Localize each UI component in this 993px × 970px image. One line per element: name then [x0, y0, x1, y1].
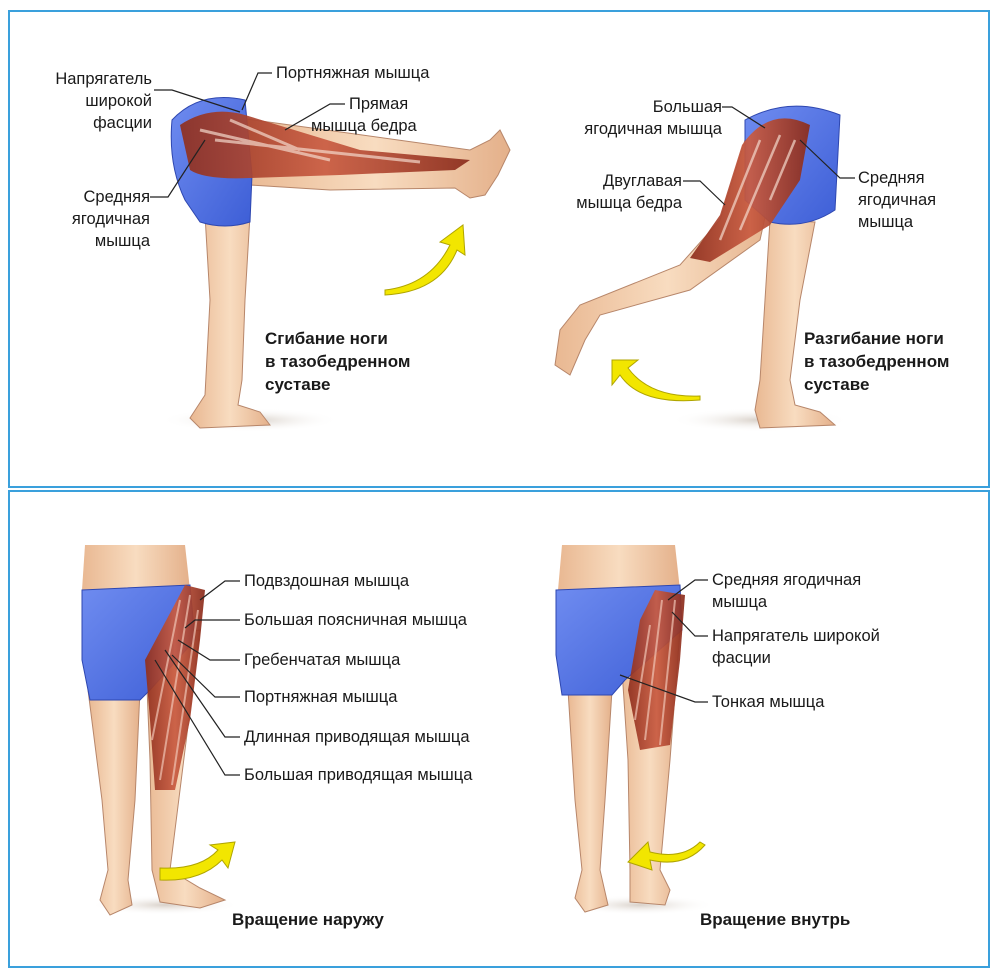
label-line: Большая — [520, 96, 722, 118]
caption-external-rotation: Вращение наружу — [232, 908, 384, 931]
label-gluteus-medius-extension: Средняя ягодичная мышца — [858, 167, 936, 233]
label-line: мышца — [712, 591, 861, 613]
label-sartorius: Портняжная мышца — [276, 62, 429, 84]
label-line: ягодичная — [858, 189, 936, 211]
label-line: Средняя ягодичная — [712, 569, 861, 591]
label-line: фасции — [10, 112, 152, 134]
label-psoas-major: Большая поясничная мышца — [244, 609, 467, 631]
label-line: Напрягатель широкой — [712, 625, 880, 647]
caption-line: в тазобедренном — [804, 350, 949, 373]
label-line: Прямая — [349, 93, 417, 115]
label-line: мышца бедра — [520, 192, 682, 214]
label-gluteus-medius-rotation: Средняя ягодичная мышца — [712, 569, 861, 613]
label-adductor-longus: Длинная приводящая мышца — [244, 726, 470, 748]
caption-internal-rotation: Вращение внутрь — [700, 908, 850, 931]
label-line: Средняя — [858, 167, 936, 189]
label-line: Средняя — [10, 186, 150, 208]
caption-line: суставе — [804, 373, 949, 396]
label-gluteus-maximus: Большая ягодичная мышца — [520, 96, 722, 140]
label-line: ягодичная мышца — [520, 118, 722, 140]
caption-extension: Разгибание ноги в тазобедренном суставе — [804, 327, 949, 396]
label-pectineus: Гребенчатая мышца — [244, 649, 400, 671]
caption-flexion: Сгибание ноги в тазобедренном суставе — [265, 327, 410, 396]
label-line: Напрягатель — [10, 68, 152, 90]
extension-arrow-icon — [612, 360, 700, 401]
label-iliacus: Подвздошная мышца — [244, 570, 409, 592]
label-line: мышца — [10, 230, 150, 252]
label-line: мышца — [858, 211, 936, 233]
label-tensor-rotation: Напрягатель широкой фасции — [712, 625, 880, 669]
label-gluteus-medius-flexion: Средняя ягодичная мышца — [10, 186, 150, 252]
label-rectus-femoris: Прямая мышца бедра — [349, 93, 417, 137]
label-tensor-fasciae-latae: Напрягатель широкой фасции — [10, 68, 152, 134]
label-gracilis: Тонкая мышца — [712, 691, 824, 713]
caption-line: Разгибание ноги — [804, 327, 949, 350]
label-biceps-femoris: Двуглавая мышца бедра — [520, 170, 682, 214]
flexion-arrow-icon — [385, 225, 465, 295]
label-sartorius-rotation: Портняжная мышца — [244, 686, 397, 708]
caption-line: суставе — [265, 373, 410, 396]
label-line: мышца бедра — [311, 115, 417, 137]
label-line: ягодичная — [10, 208, 150, 230]
caption-line: в тазобедренном — [265, 350, 410, 373]
caption-line: Сгибание ноги — [265, 327, 410, 350]
label-adductor-magnus: Большая приводящая мышца — [244, 764, 472, 786]
label-line: Двуглавая — [520, 170, 682, 192]
label-line: широкой — [10, 90, 152, 112]
label-line: фасции — [712, 647, 880, 669]
